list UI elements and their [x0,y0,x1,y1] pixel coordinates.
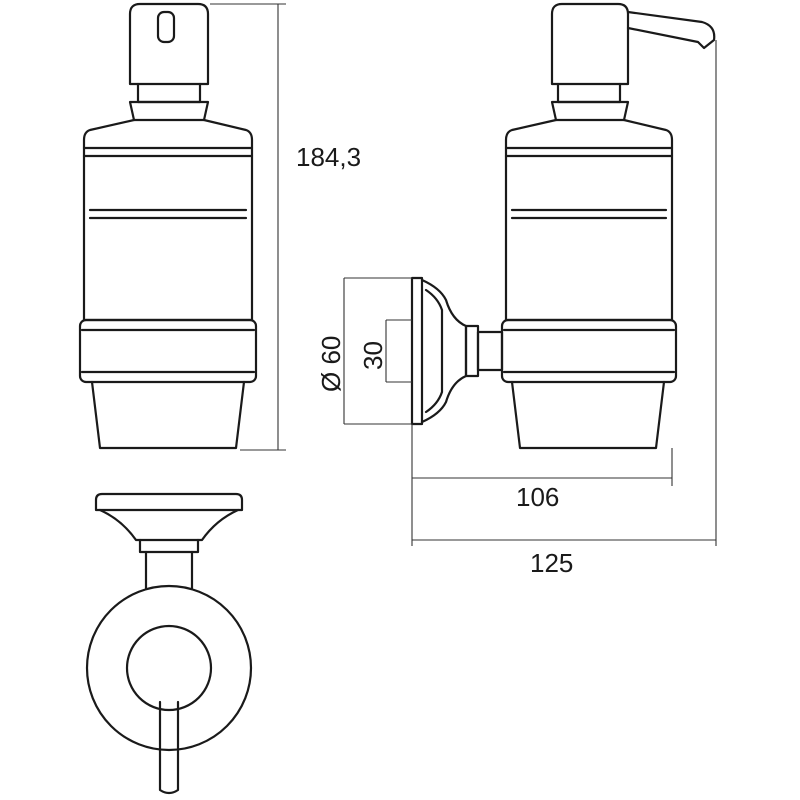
top-view [85,492,253,795]
side-pump-head [550,2,716,122]
total-depth-label: 125 [530,548,573,578]
side-bottle-body [504,118,674,450]
side-holder-ring [500,318,678,384]
diameter-dimension [343,277,412,425]
height-dimension [210,3,286,451]
height-dimension-label: 184,3 [296,142,361,172]
inner-dimension-label: 30 [358,341,388,370]
holder-ring [78,318,258,384]
pump-head [128,2,210,122]
front-view [78,2,258,450]
depth-dimensions [411,40,717,546]
glass-depth-label: 106 [516,482,559,512]
wall-bracket [410,276,504,426]
bottle-body [82,118,254,450]
side-view [410,2,716,450]
diameter-dimension-label: Ø 60 [316,336,346,392]
